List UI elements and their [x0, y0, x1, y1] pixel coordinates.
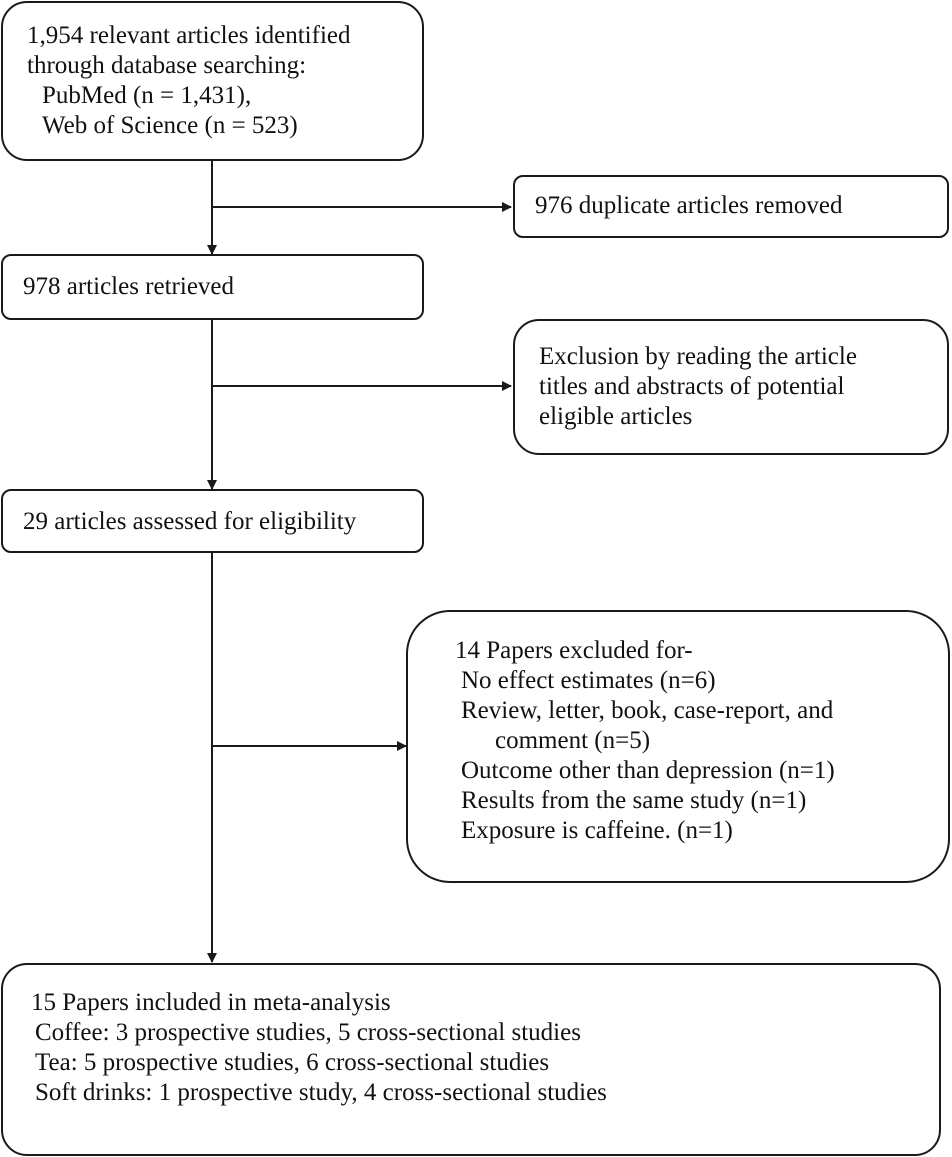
title-abstract-exclusion-box: Exclusion by reading the article titles …	[513, 319, 949, 455]
duplicates-removed-line: 976 duplicate articles removed	[535, 192, 843, 219]
duplicates-removed-box: 976 duplicate articles removed	[513, 175, 949, 238]
fulltext-exclusion-line: Outcome other than depression (n=1)	[461, 757, 835, 784]
included-box: 15 Papers included in meta-analysis Coff…	[1, 963, 941, 1156]
fulltext-exclusion-line: No effect estimates (n=6)	[461, 667, 716, 694]
included-line: Soft drinks: 1 prospective study, 4 cros…	[35, 1079, 607, 1106]
title-abstract-exclusion-line: Exclusion by reading the article	[539, 343, 857, 370]
included-line: Coffee: 3 prospective studies, 5 cross-s…	[35, 1019, 581, 1046]
fulltext-exclusion-line: Results from the same study (n=1)	[461, 787, 807, 814]
included-line: Tea: 5 prospective studies, 6 cross-sect…	[35, 1049, 550, 1076]
identification-box: 1,954 relevant articles identified throu…	[1, 1, 424, 161]
articles-retrieved-line: 978 articles retrieved	[23, 273, 235, 300]
fulltext-exclusion-line: Exposure is caffeine. (n=1)	[461, 817, 733, 844]
fulltext-exclusion-line: Review, letter, book, case-report, and	[461, 697, 834, 724]
eligibility-line: 29 articles assessed for eligibility	[23, 508, 357, 535]
articles-retrieved-box: 978 articles retrieved	[1, 254, 424, 320]
title-abstract-exclusion-line: titles and abstracts of potential	[539, 373, 845, 400]
title-abstract-exclusion-line: eligible articles	[539, 403, 693, 430]
identification-line: Web of Science (n = 523)	[42, 112, 298, 139]
identification-line: 1,954 relevant articles identified	[27, 22, 351, 49]
fulltext-exclusion-line: 14 Papers excluded for-	[455, 637, 693, 664]
identification-line: PubMed (n = 1,431),	[42, 82, 252, 109]
identification-line: through database searching:	[27, 52, 307, 79]
fulltext-exclusion-line: comment (n=5)	[495, 727, 651, 754]
fulltext-exclusion-box: 14 Papers excluded for- No effect estima…	[406, 610, 950, 883]
eligibility-box: 29 articles assessed for eligibility	[1, 489, 424, 553]
included-line: 15 Papers included in meta-analysis	[31, 989, 391, 1016]
